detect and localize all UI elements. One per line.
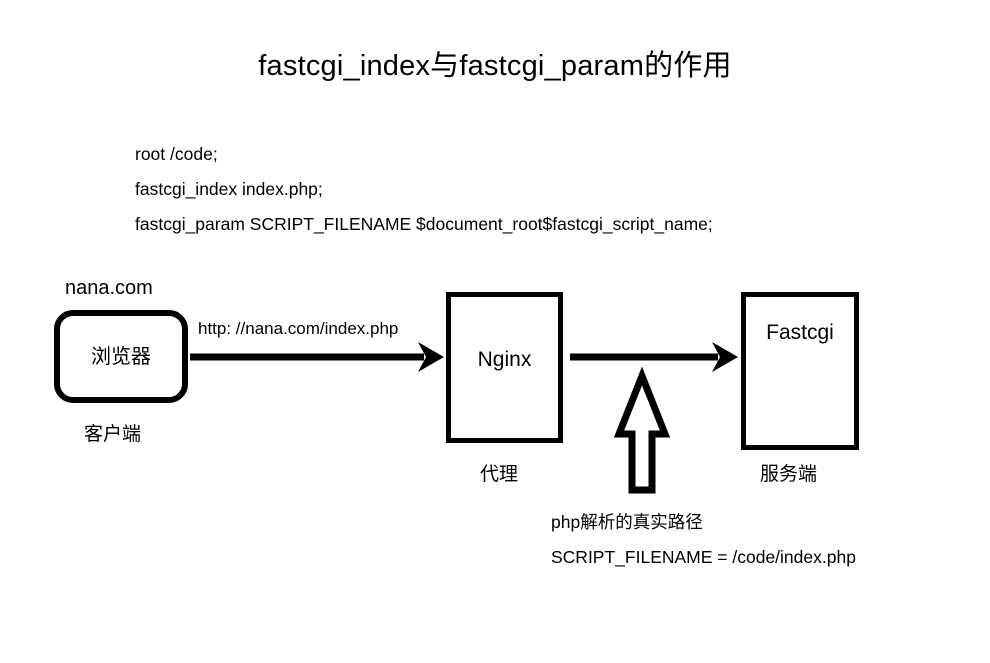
- path-annotation: php解析的真实路径 SCRIPT_FILENAME = /code/index…: [551, 505, 971, 575]
- request-url-label: http: //nana.com/index.php: [198, 319, 399, 338]
- config-code-block: root /code; fastcgi_index index.php; fas…: [135, 137, 895, 242]
- config-line-root: root /code;: [135, 144, 218, 164]
- browser-role-caption: 客户端: [84, 424, 142, 445]
- node-browser-label: 浏览器: [91, 345, 151, 368]
- page-title: fastcgi_index与fastcgi_param的作用: [258, 50, 732, 82]
- annotation-line-description: php解析的真实路径: [551, 512, 703, 532]
- arrow-path-callout-up: [613, 366, 671, 494]
- node-fastcgi: Fastcgi: [741, 292, 859, 450]
- node-nginx-label: Nginx: [477, 347, 532, 371]
- node-browser: 浏览器: [54, 310, 188, 403]
- config-line-fastcgi-index: fastcgi_index index.php;: [135, 179, 323, 199]
- browser-domain-caption: nana.com: [65, 277, 153, 299]
- annotation-line-script-filename: SCRIPT_FILENAME = /code/index.php: [551, 547, 856, 567]
- config-line-fastcgi-param: fastcgi_param SCRIPT_FILENAME $document_…: [135, 214, 713, 234]
- fastcgi-role-caption: 服务端: [760, 464, 818, 485]
- arrow-browser-to-nginx: [190, 342, 444, 372]
- node-nginx: Nginx: [446, 292, 563, 443]
- node-fastcgi-label: Fastcgi: [766, 321, 834, 344]
- arrow-nginx-to-fastcgi: [570, 342, 738, 372]
- nginx-role-caption: 代理: [480, 464, 519, 485]
